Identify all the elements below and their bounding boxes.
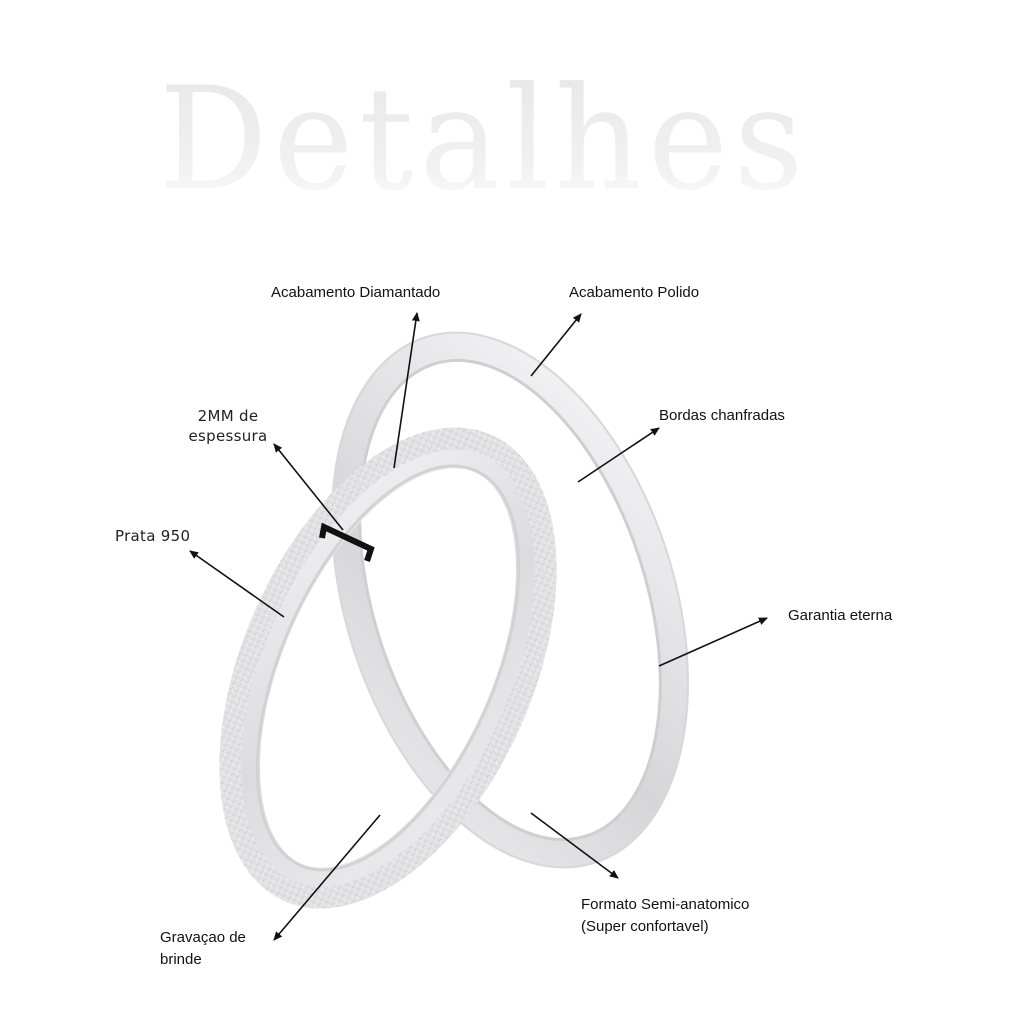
label-garantia-eterna: Garantia eterna (788, 607, 893, 624)
label-espessura-line2: espessura (188, 427, 268, 445)
callout-arrows (189, 312, 768, 941)
arrow-espessura (273, 443, 344, 531)
diamond-cut-ring (219, 427, 557, 909)
label-gravacao-line1: Gravaçao de (160, 929, 246, 946)
arrow-gravacao (273, 814, 381, 941)
label-formato-line1: Formato Semi-anatomico (581, 896, 750, 913)
polished-ring (330, 331, 690, 869)
label-acabamento-polido: Acabamento Polido (569, 284, 700, 301)
label-espessura: 2MM de espessura (182, 405, 274, 447)
arrow-prata (189, 550, 285, 618)
label-prata-950: Prata 950 (115, 527, 191, 545)
arrow-bordas (577, 427, 660, 483)
page-title: Detalhes (159, 57, 809, 220)
title-watermark: Detalhes (159, 57, 809, 220)
arrow-polido (530, 313, 582, 377)
label-acabamento-diamantado: Acabamento Diamantado (271, 284, 441, 301)
label-gravacao-de-brinde: Gravaçao de brinde (160, 927, 246, 971)
thickness-bracket-icon (319, 522, 375, 562)
label-espessura-line1: 2MM de (197, 407, 259, 425)
arrow-diamantado (393, 312, 420, 469)
arrow-formato (530, 812, 619, 879)
label-formato-line2: (Super confortavel) (581, 918, 709, 935)
label-formato-semi-anatomico: Formato Semi-anatomico (Super confortave… (581, 894, 749, 938)
label-gravacao-line2: brinde (160, 951, 202, 968)
arrow-garantia (658, 617, 768, 667)
label-bordas-chanfradas: Bordas chanfradas (659, 407, 785, 424)
